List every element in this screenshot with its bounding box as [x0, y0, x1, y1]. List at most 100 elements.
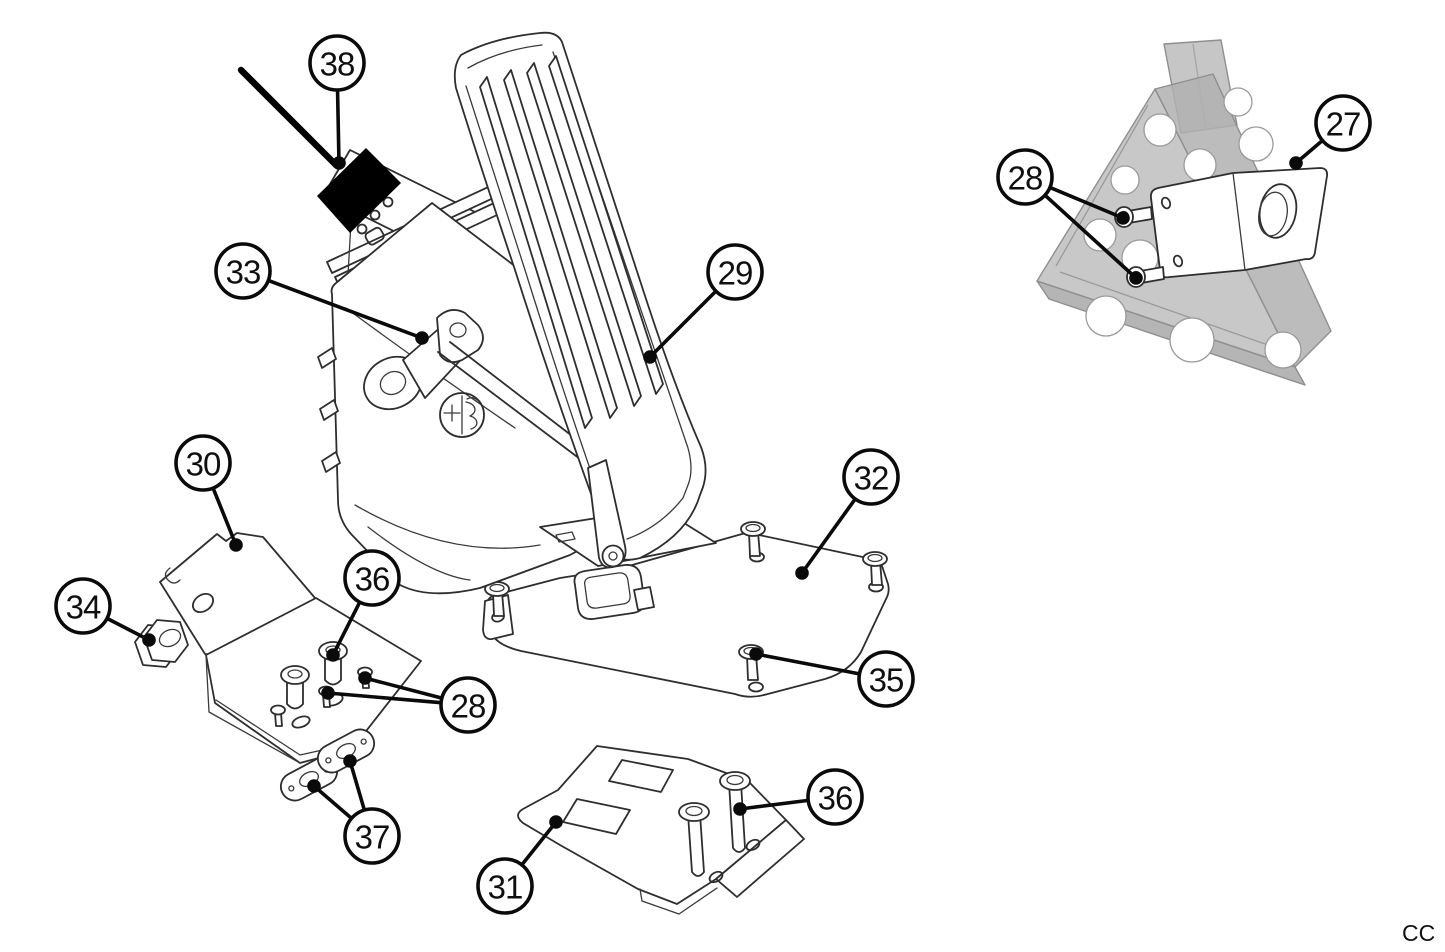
- part-30-bracket: [159, 532, 422, 764]
- callout-balloon: [706, 243, 764, 301]
- callout-34: 34: [54, 577, 156, 647]
- base-plate-tab: [482, 594, 514, 640]
- callout-number: 34: [66, 589, 101, 626]
- housing-body: [330, 202, 641, 595]
- part-27-mounting-bracket: [1149, 167, 1329, 279]
- leader-dot: [332, 156, 346, 170]
- pad-groove: [548, 55, 664, 395]
- leader-dot: [142, 633, 156, 647]
- callout-balloon: [1314, 94, 1372, 152]
- part-34-hex-nut: [134, 619, 189, 668]
- callout-balloon: [439, 676, 497, 734]
- pad-groove: [526, 62, 642, 407]
- callout-number: 36: [355, 561, 390, 598]
- ghost-pedal-bracket: [1036, 39, 1332, 386]
- callout-number: 28: [451, 688, 486, 725]
- cable-line: [237, 66, 340, 169]
- leader-dot: [326, 648, 340, 662]
- leader-line: [520, 820, 558, 867]
- callout-balloon: [476, 857, 534, 915]
- callout-31: 31: [476, 815, 563, 915]
- callout-27: 27: [1289, 94, 1372, 170]
- callout-layer: 38 33 29 30 34 36 28 37 31 36 35 32 27 28: [54, 34, 1372, 915]
- callout-balloon: [54, 577, 112, 635]
- part-29-pedal-pad: [453, 31, 707, 561]
- leader-dot: [321, 686, 335, 700]
- callout-number: 32: [854, 460, 889, 497]
- leader-line: [800, 497, 858, 575]
- bracket-flange: [715, 819, 805, 898]
- part-33-pedal-housing: [317, 149, 641, 595]
- callout-number: 30: [186, 446, 221, 483]
- callout-38: 38: [308, 34, 366, 170]
- bracket-hole: [562, 798, 631, 835]
- callout-balloon: [996, 148, 1054, 206]
- leader-line: [326, 691, 443, 705]
- bracket-hole: [608, 759, 674, 793]
- pad-groove: [503, 69, 618, 419]
- callout-balloon: [174, 434, 232, 492]
- callout-29: 29: [643, 243, 764, 364]
- part-36-bushing-b: [280, 665, 310, 710]
- callout-number: 31: [488, 869, 523, 906]
- leader-line: [312, 784, 354, 821]
- connector-block: [317, 148, 401, 233]
- callout-33: 33: [214, 242, 429, 345]
- callout-balloon: [308, 34, 366, 92]
- leader-line: [754, 652, 862, 676]
- part-35-screw: [740, 521, 766, 557]
- part-36-shoulder-screw-a: [719, 771, 751, 853]
- callout-number: 33: [226, 254, 261, 291]
- part-28-screw-c: [270, 704, 286, 727]
- callout-balloon: [842, 448, 900, 506]
- leader-line: [738, 798, 811, 811]
- leader-dot: [643, 350, 657, 364]
- leader-dot: [229, 538, 243, 552]
- leader-dot: [343, 754, 357, 768]
- callout-number: 37: [355, 819, 390, 856]
- callout-32: 32: [795, 448, 900, 580]
- leader-line: [331, 600, 362, 657]
- part-35-screw: [484, 581, 510, 617]
- part-31-lower-bracket: [517, 745, 805, 915]
- leader-line: [1043, 193, 1138, 280]
- leader-line: [363, 676, 444, 700]
- leader-dot: [307, 779, 321, 793]
- leader-dot: [358, 671, 372, 685]
- leader-line: [348, 759, 367, 812]
- callout-37: 37: [307, 754, 401, 865]
- callout-28-right: 28: [996, 148, 1143, 285]
- callout-number: 35: [869, 662, 904, 699]
- leader-dot: [749, 647, 763, 661]
- part-36-shoulder-screw-b: [678, 802, 710, 877]
- leader-dot: [1289, 156, 1303, 170]
- callout-number: 36: [818, 780, 853, 817]
- leader-dot: [1116, 211, 1130, 225]
- callout-28-left: 28: [321, 671, 497, 734]
- callout-35: 35: [749, 647, 915, 708]
- callout-balloon: [857, 650, 915, 708]
- callout-number: 28: [1008, 160, 1043, 197]
- pad-groove: [479, 76, 593, 429]
- leader-dot: [415, 331, 429, 345]
- leader-line: [105, 616, 151, 642]
- heel-link-arm: [587, 459, 627, 569]
- brand-emblem: [439, 392, 485, 438]
- callout-36-upper: 36: [326, 549, 401, 662]
- leader-line: [266, 278, 424, 340]
- leader-line: [211, 486, 238, 547]
- callout-number: 27: [1326, 106, 1361, 143]
- callout-number: 38: [320, 46, 355, 83]
- leader-dot: [733, 802, 747, 816]
- part-38-connector: [237, 66, 401, 233]
- callout-36-lower: 36: [733, 768, 864, 826]
- watermark-cc: CC: [1402, 920, 1435, 946]
- callout-balloon: [343, 549, 401, 607]
- callout-30: 30: [174, 434, 243, 552]
- pivot-head: [436, 309, 484, 364]
- callout-balloon: [214, 242, 272, 300]
- leader-line: [335, 88, 341, 165]
- leader-line: [1048, 185, 1125, 220]
- leader-line: [648, 289, 718, 359]
